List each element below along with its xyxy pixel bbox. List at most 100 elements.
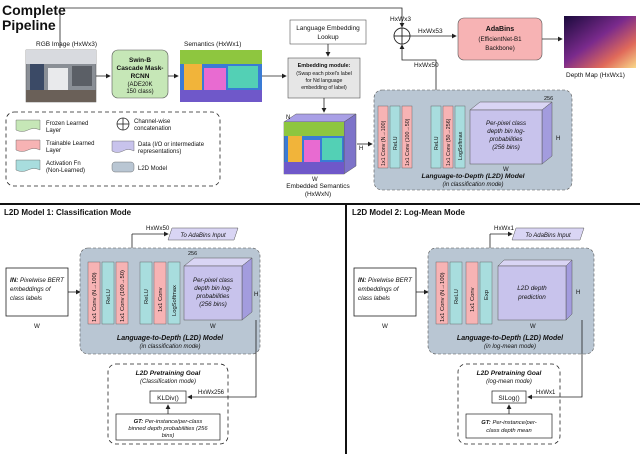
- right-input-box: [353, 267, 417, 317]
- legend-l2d-label: L2D Model: [138, 166, 167, 172]
- swin-line1: Swin-B: [129, 57, 151, 64]
- legend-trainable-swatch: [15, 139, 41, 152]
- top-n256: 256: [544, 96, 553, 102]
- right-to-adabins-tag: [511, 227, 585, 241]
- top-layer2: ReLU: [393, 136, 399, 150]
- swin-b-box: [111, 49, 169, 99]
- top-output-line3: probabilities: [488, 136, 522, 143]
- embedded-w-label: W: [312, 177, 318, 183]
- pipeline-title-line2: Pipeline: [2, 17, 56, 33]
- dim-hxwx53: HxWx53: [418, 28, 443, 35]
- top-l2d-layers: [377, 105, 466, 169]
- semantics-image: [180, 50, 262, 102]
- left-l2d-title: Language-to-Depth (L2D) Model: [117, 335, 224, 342]
- legend-data-line1: Data (I/O or intermediate: [138, 142, 205, 148]
- right-layer3: 1x1 Conv: [470, 287, 476, 312]
- legend-frozen-line1: Frozen Learned: [46, 121, 88, 127]
- depth-map-label: Depth Map (HxWx1): [566, 72, 625, 79]
- left-output-line2: depth bin log-: [194, 285, 232, 292]
- left-dim-hxwx256: HxWx256: [198, 390, 225, 396]
- lang-lookup-line2: Lookup: [317, 34, 339, 41]
- right-l2d-title: Language-to-Depth (L2D) Model: [457, 335, 564, 342]
- embedded-sem-line1: Embedded Semantics: [286, 183, 350, 190]
- legend-data-line2: representations): [138, 149, 181, 155]
- semantics-label: Semantics (HxWx1): [184, 41, 241, 48]
- legend-l2d-swatch: [111, 161, 135, 173]
- dim-hxwx3: HxWx3: [390, 16, 411, 23]
- left-panel-title: L2D Model 1: Classification Mode: [4, 208, 132, 217]
- right-layer1: 1x1 Conv (N→100): [440, 272, 446, 322]
- left-output-line1: Per-pixel class: [193, 277, 233, 284]
- top-layer6: LogSoftmax: [458, 131, 464, 160]
- top-layer4: ReLU: [434, 136, 440, 150]
- left-loss-label: KLDiv(): [157, 395, 179, 402]
- pipeline-title: Complete: [2, 2, 66, 18]
- left-to-adabins-tag: [167, 227, 239, 241]
- top-layer1: 1x1 Conv (N→100): [381, 120, 387, 166]
- swin-line3: RCNN: [131, 73, 150, 80]
- right-gt-line2: class depth mean: [486, 428, 531, 434]
- swin-line2: Cascade Mask-: [117, 65, 164, 72]
- right-gt-line1: GT: Per-instance/per-: [481, 420, 537, 426]
- left-l2d-layers: [87, 261, 181, 325]
- right-in-line3: class labels: [358, 295, 390, 302]
- right-l2d-layers: [435, 261, 493, 325]
- legend-frozen-swatch: [15, 119, 41, 132]
- embed-module-line4: embedding of label): [301, 85, 347, 91]
- top-output-cube: [469, 101, 553, 165]
- legend-frozen-line2: Layer: [46, 128, 61, 134]
- left-layer6: LogSoftmax: [172, 285, 178, 316]
- left-layer3: 1x1 Conv (100→50): [120, 270, 126, 322]
- left-output-line4: (256 bins): [199, 301, 227, 308]
- left-layer5: 1x1 Conv: [158, 287, 164, 312]
- lang-lookup-line1: Language Embedding: [296, 25, 360, 32]
- top-output-w: W: [503, 167, 509, 173]
- embed-module-line1: Embedding module:: [298, 63, 351, 69]
- embedded-sem-line2: (HxWxN): [305, 191, 331, 198]
- top-output-h: H: [556, 136, 560, 142]
- left-output-w: W: [210, 324, 216, 330]
- right-layer4: Exp: [484, 290, 490, 300]
- rgb-image-label: RGB Image (HxWx3): [36, 41, 97, 48]
- left-in-line2: embeddings of: [10, 286, 52, 293]
- dim-hxwx50-top: HxWx50: [414, 62, 439, 69]
- legend-concat-line2: concatenation: [134, 126, 171, 132]
- swin-line4: (ADE20K: [127, 82, 152, 88]
- right-loss-box: [491, 390, 527, 404]
- embed-module-line3: for Nd language: [306, 78, 343, 84]
- left-in-line3: class labels: [10, 295, 42, 302]
- embed-module-line2: (Swap each pixel's label: [296, 71, 352, 77]
- left-n256: 256: [188, 251, 197, 257]
- legend-trainable-line1: Trainable Learned: [46, 141, 94, 147]
- legend-concat-line1: Channel-wise: [134, 119, 171, 125]
- embedded-h-label: H: [359, 146, 363, 152]
- left-goal-title: L2D Pretraining Goal: [136, 370, 201, 377]
- adabins-line3: Backbone): [485, 45, 515, 52]
- left-gt-box: [115, 413, 221, 441]
- top-output-line1: Per-pixel class: [486, 120, 526, 127]
- embedded-semantics-cube: [283, 113, 357, 175]
- legend-concat-icon: [116, 117, 130, 131]
- legend-data-swatch: [111, 140, 135, 153]
- right-output-cube: [497, 259, 573, 321]
- swin-line5: 150 class): [126, 89, 153, 95]
- left-layer1: 1x1 Conv (N→100): [92, 272, 98, 322]
- left-layer4: ReLU: [144, 289, 150, 304]
- right-in-w: W: [382, 323, 388, 330]
- left-output-cube: [183, 257, 253, 321]
- right-in-line0: IN: Pixelwise BERT: [358, 277, 413, 284]
- legend-trainable-line2: Layer: [46, 148, 61, 154]
- right-output-line1: L2D depth: [517, 285, 547, 292]
- right-goal-mode: (log-mean mode): [486, 379, 532, 385]
- right-layer2: ReLU: [454, 289, 460, 304]
- left-input-box: [5, 267, 69, 317]
- right-gt-box: [465, 413, 553, 439]
- adabins-line1: AdaBins: [486, 26, 515, 33]
- left-gt-line2: binned depth probabilities (256: [128, 426, 208, 432]
- right-dim-hxwx1: HxWx1: [494, 225, 514, 232]
- left-dim-hxwx50: HxWx50: [146, 225, 170, 232]
- adabins-line2: (EfficientNet-B1: [478, 36, 522, 43]
- right-dim-hxwx1b: HxWx1: [536, 390, 556, 396]
- concat-circle: [393, 27, 411, 45]
